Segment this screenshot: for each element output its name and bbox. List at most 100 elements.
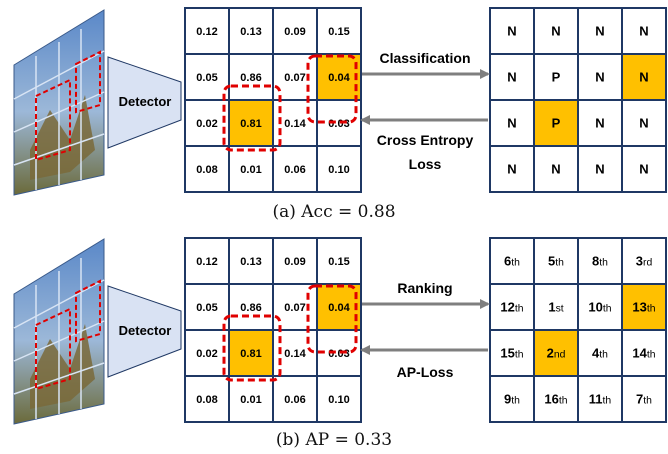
label-cell: N	[621, 99, 667, 147]
score-cell: 0.10	[316, 375, 362, 423]
score-cell: 0.12	[184, 7, 230, 55]
rank-value: 3rd	[636, 254, 653, 269]
rank-value: 6th	[504, 254, 520, 269]
caption-b-eq: =	[329, 430, 355, 450]
score-cell: 0.07	[272, 283, 318, 331]
score-value: 0.14	[284, 348, 306, 360]
label-value: N	[639, 162, 648, 177]
rank-cell: 15th	[489, 329, 535, 377]
label-value: N	[639, 70, 648, 85]
label-cell: P	[533, 99, 579, 147]
rank-value: 8th	[592, 254, 608, 269]
label-value: N	[595, 24, 604, 39]
label-value: N	[639, 116, 648, 131]
score-cell: 0.13	[228, 237, 274, 285]
rank-cell: 8th	[577, 237, 623, 285]
score-value: 0.15	[328, 26, 349, 38]
rank-cell: 10th	[577, 283, 623, 331]
rank-value: 15th	[500, 346, 523, 361]
score-value: 0.05	[196, 302, 217, 314]
cross-entropy-label-line2: Loss	[409, 156, 442, 172]
rank-cell: 3rd	[621, 237, 667, 285]
score-value: 0.06	[284, 394, 305, 406]
score-cell: 0.15	[316, 7, 362, 55]
score-cell: 0.12	[184, 237, 230, 285]
label-value: N	[595, 162, 604, 177]
label-cell: P	[533, 53, 579, 101]
score-value: 0.08	[196, 164, 217, 176]
score-value: 0.04	[328, 72, 350, 84]
rank-value: 7th	[636, 392, 652, 407]
input-image-thumbnail	[13, 9, 105, 196]
label-value: N	[507, 116, 516, 131]
label-cell: N	[489, 53, 535, 101]
score-value: 0.01	[240, 164, 261, 176]
label-value: P	[552, 70, 561, 85]
detector-block: Detector	[107, 56, 182, 149]
ranking-label: Ranking	[397, 280, 452, 296]
score-value: 0.01	[240, 394, 261, 406]
detector-block: Detector	[107, 285, 182, 378]
score-value: 0.13	[240, 26, 261, 38]
rank-cell: 16th	[533, 375, 579, 423]
rank-cell: 2nd	[533, 329, 579, 377]
label-cell: N	[577, 99, 623, 147]
score-cell: 0.81	[228, 99, 274, 147]
rank-cell: 13th	[621, 283, 667, 331]
rank-value: 4th	[592, 346, 608, 361]
score-value: 0.81	[240, 118, 261, 130]
score-value: 0.81	[240, 348, 261, 360]
caption-a-value: 0.88	[357, 202, 396, 222]
caption-a-eq: =	[332, 202, 358, 222]
ap-loss-label: AP-Loss	[397, 364, 454, 380]
score-value: 0.07	[284, 302, 305, 314]
rank-value: 11th	[589, 392, 612, 407]
rank-cell: 4th	[577, 329, 623, 377]
rank-cell: 5th	[533, 237, 579, 285]
score-value: 0.04	[328, 302, 350, 314]
label-cell: N	[577, 7, 623, 55]
label-value: P	[552, 116, 561, 131]
score-cell: 0.06	[272, 145, 318, 193]
rank-cell: 12th	[489, 283, 535, 331]
score-cell: 0.01	[228, 145, 274, 193]
score-cell: 0.05	[184, 283, 230, 331]
score-cell: 0.06	[272, 375, 318, 423]
label-cell: N	[489, 99, 535, 147]
label-cell: N	[577, 145, 623, 193]
detection-highlight-box	[306, 54, 358, 124]
label-value: N	[639, 24, 648, 39]
rank-value: 2nd	[547, 346, 566, 361]
caption-a-prefix: (a) Acc	[272, 202, 333, 222]
score-value: 0.03	[328, 348, 349, 360]
label-cell: N	[577, 53, 623, 101]
label-cell: N	[533, 7, 579, 55]
rank-cell: 6th	[489, 237, 535, 285]
caption-a: (a) Acc = 0.88	[0, 202, 668, 222]
score-cell: 0.81	[228, 329, 274, 377]
label-cell: N	[621, 7, 667, 55]
rank-value: 10th	[588, 300, 611, 315]
score-cell: 0.04	[316, 53, 362, 101]
score-value: 0.09	[284, 26, 305, 38]
score-value: 0.10	[328, 394, 349, 406]
score-value: 0.12	[196, 256, 217, 268]
rank-cell: 7th	[621, 375, 667, 423]
score-cell: 0.02	[184, 329, 230, 377]
label-value: N	[551, 24, 560, 39]
detector-label: Detector	[119, 323, 172, 338]
rank-value: 1st	[548, 300, 563, 315]
rank-cell: 9th	[489, 375, 535, 423]
label-value: N	[507, 162, 516, 177]
score-cell: 0.07	[272, 53, 318, 101]
input-image-thumbnail	[13, 238, 105, 425]
label-cell: N	[489, 7, 535, 55]
score-value: 0.03	[328, 118, 349, 130]
score-value: 0.12	[196, 26, 217, 38]
score-value: 0.86	[240, 72, 261, 84]
score-value: 0.07	[284, 72, 305, 84]
score-value: 0.02	[196, 348, 217, 360]
